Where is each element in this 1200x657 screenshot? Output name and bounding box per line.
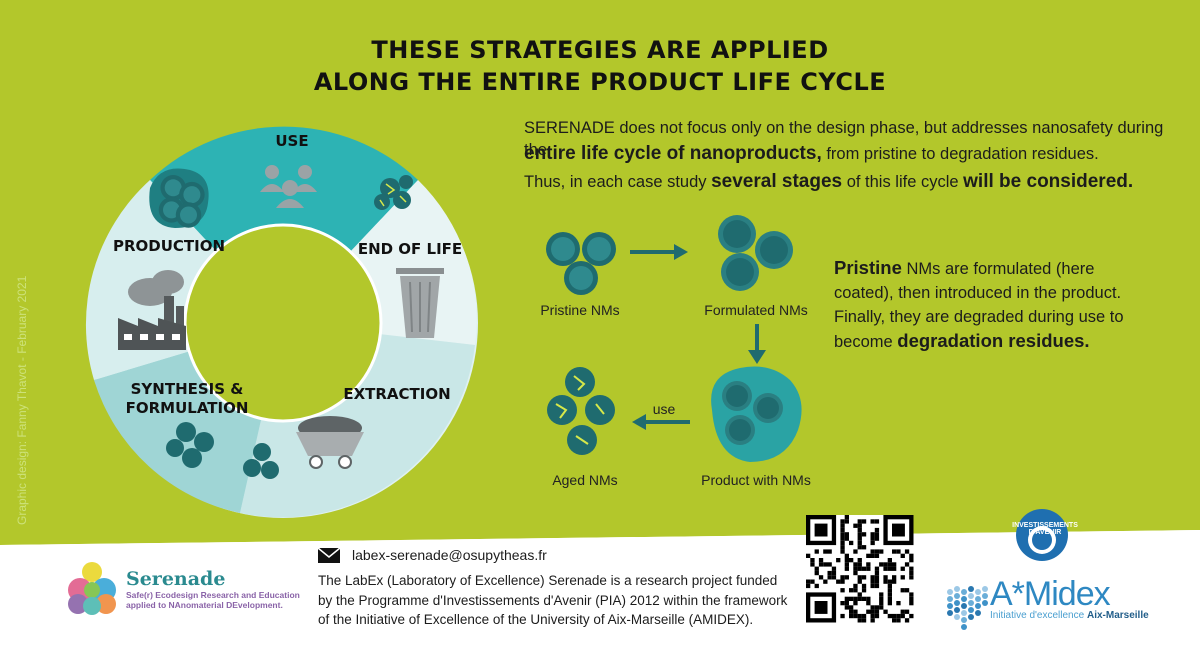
caption-aged: Aged NMs	[552, 472, 618, 488]
serenade-logo-name: Serenade	[126, 568, 226, 590]
amidex-sub1: Initiative d'excellence	[990, 610, 1087, 621]
arrow-left	[632, 414, 690, 430]
explanation-text1: NMs are formulated (here coated), then i…	[834, 260, 1124, 351]
investissements-label: INVESTISSEMENTS D'AVENIR	[1012, 522, 1078, 536]
label-extraction: EXTRACTION	[343, 385, 451, 403]
label-synthesis-line1: SYNTHESIS &	[130, 380, 244, 398]
qr-code-icon	[806, 515, 914, 623]
amidex-logo-subtitle: Initiative d'excellence Aix-Marseille	[990, 610, 1149, 621]
trash-bin-icon	[396, 268, 444, 338]
funding-text: The LabEx (Laboratory of Excellence) Ser…	[318, 573, 788, 627]
label-production: PRODUCTION	[112, 237, 226, 255]
label-end-of-life: END OF LIFE	[357, 240, 463, 258]
label-synthesis: SYNTHESIS & FORMULATION	[112, 380, 262, 418]
intro-line3: Thus, in each case study several stages …	[524, 171, 1164, 193]
page-title-line1: THESE STRATEGIES ARE APPLIED	[371, 36, 829, 64]
intro-line3-bold1: several stages	[711, 171, 843, 192]
intro-line2-rest: from pristine to degradation residues.	[821, 145, 1099, 163]
flow-product-particles	[711, 366, 802, 462]
coated-particles-icon	[149, 168, 209, 228]
intro-line3-a: Thus, in each case study	[524, 173, 712, 191]
serenade-logo-icon	[68, 562, 116, 615]
degraded-particles-icon	[374, 175, 413, 210]
intro-line2-bold: entire life cycle of nanoproducts,	[524, 143, 822, 164]
arrow-down	[748, 324, 766, 364]
mail-icon	[317, 547, 341, 563]
arrow-right	[630, 244, 688, 260]
investissements-avenir-icon	[1016, 509, 1068, 561]
page-title-line2: ALONG THE ENTIRE PRODUCT LIFE CYCLE	[313, 68, 887, 96]
caption-use: use	[652, 401, 676, 417]
amidex-sub2: Aix-Marseille	[1086, 610, 1149, 621]
mine-cart-icon	[296, 416, 364, 469]
intro-line2: entire life cycle of nanoproducts, from …	[524, 143, 1164, 165]
caption-pristine: Pristine NMs	[540, 302, 620, 318]
flow-pristine-particles	[546, 232, 616, 295]
label-synthesis-line2: FORMULATION	[125, 399, 249, 417]
caption-product: Product with NMs	[701, 472, 811, 488]
explanation-text: Pristine NMs are formulated (here coated…	[834, 256, 1134, 354]
label-use: USE	[275, 132, 309, 150]
people-icon	[260, 165, 317, 208]
contact-email[interactable]: labex-serenade@osupytheas.fr	[352, 547, 547, 563]
flow-formulated-particles	[718, 215, 793, 291]
explanation-bold1: Pristine	[834, 257, 902, 278]
caption-formulated: Formulated NMs	[704, 302, 808, 318]
design-credit: Graphic design: Fanny Thavot - February …	[15, 275, 29, 525]
explanation-bold2: degradation residues.	[897, 330, 1090, 351]
particles-icon-synthesis	[166, 422, 214, 468]
amidex-logo-name: A*Midex	[990, 575, 1111, 613]
particles-icon-extraction	[243, 443, 279, 479]
factory-icon	[118, 270, 186, 350]
flow-aged-particles	[547, 367, 615, 455]
amidex-logo-icon	[947, 586, 988, 630]
intro-line3-bold2: will be considered.	[963, 171, 1134, 192]
intro-line1: SERENADE does not focus only on the desi…	[524, 119, 1164, 159]
intro-line3-b: of this life cycle	[842, 173, 964, 191]
serenade-logo-subtitle: Safe(r) Ecodesign Research and Education…	[126, 590, 300, 610]
